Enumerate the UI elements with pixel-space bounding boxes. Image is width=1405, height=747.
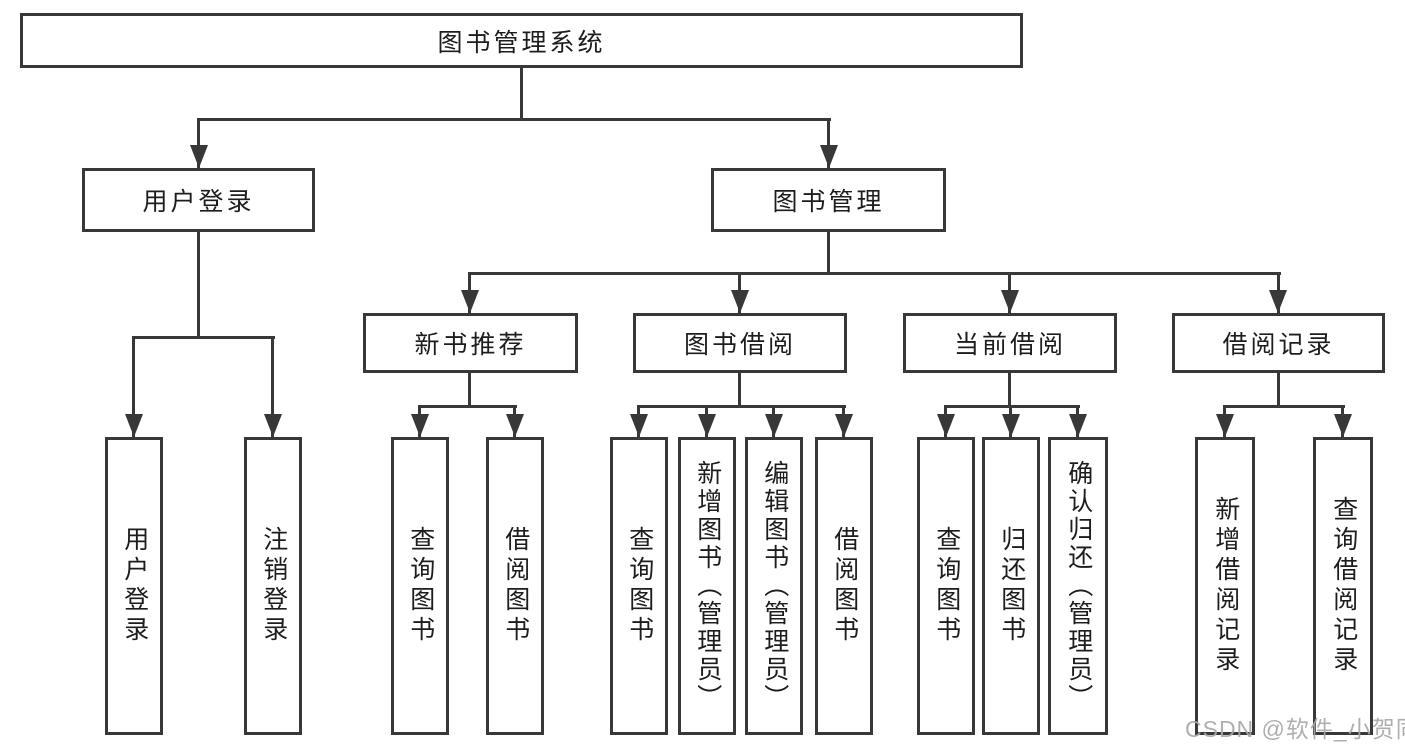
connector-book-mgmt-stem	[827, 232, 830, 275]
arrowhead-cu-confirm	[1069, 414, 1087, 437]
leaf-user-login-label: 用户登录	[120, 526, 149, 646]
connector-user-login-rail	[132, 336, 275, 339]
arrowhead-bw-edit	[765, 414, 783, 437]
leaf-bw-edit-book-admin: 编辑图书（管理员）	[745, 437, 803, 735]
node-new-book: 新书推荐	[363, 313, 578, 373]
leaf-bw-query-book-label: 查询图书	[625, 526, 654, 646]
node-root-label: 图书管理系统	[437, 28, 606, 57]
leaf-bw-add-book-admin: 新增图书（管理员）	[678, 437, 736, 735]
node-borrow-label: 图书借阅	[683, 331, 796, 359]
leaf-bw-add-book-admin-label: 新增图书（管理员）	[693, 460, 722, 712]
leaf-bw-query-book: 查询图书	[610, 437, 668, 735]
leaf-cu-return-book-label: 归还图书	[997, 526, 1026, 646]
leaf-cu-confirm-return-admin-label: 确认归还（管理员）	[1064, 460, 1093, 712]
connector-level2-rail	[197, 118, 831, 121]
arrowhead-user-login	[190, 145, 208, 168]
connector-records-stem	[1277, 373, 1280, 408]
arrowhead-records	[1269, 290, 1287, 313]
leaf-rc-query-record: 查询借阅记录	[1313, 437, 1373, 735]
connector-arrow-stem-user-login	[197, 118, 200, 168]
leaf-bw-borrow-book: 借阅图书	[815, 437, 873, 735]
node-user-login-label: 用户登录	[142, 188, 255, 216]
node-user-login: 用户登录	[82, 168, 315, 232]
leaf-logout: 注销登录	[244, 437, 302, 735]
connector-arrow-stem-logout-leaf	[271, 336, 274, 437]
connector-arrow-stem-book-mgmt	[827, 118, 830, 168]
leaf-nb-borrow-book: 借阅图书	[486, 437, 544, 735]
leaf-logout-label: 注销登录	[259, 526, 288, 646]
arrowhead-nb-borrow	[506, 414, 524, 437]
arrowhead-borrow	[731, 290, 749, 313]
leaf-user-login: 用户登录	[105, 437, 163, 735]
connector-borrow-stem	[738, 373, 741, 408]
leaf-bw-borrow-book-label: 借阅图书	[830, 526, 859, 646]
connector-level3-rail	[468, 272, 1281, 275]
leaf-cu-confirm-return-admin: 确认归还（管理员）	[1048, 437, 1108, 735]
node-current: 当前借阅	[903, 313, 1117, 373]
arrowhead-rc-add	[1216, 414, 1234, 437]
leaf-nb-borrow-book-label: 借阅图书	[501, 526, 530, 646]
arrowhead-bw-borrow	[835, 414, 853, 437]
node-records: 借阅记录	[1172, 313, 1385, 373]
node-book-mgmt: 图书管理	[711, 168, 946, 232]
leaf-nb-query-book: 查询图书	[391, 437, 449, 735]
node-root: 图书管理系统	[20, 13, 1023, 68]
connector-user-login-stem	[197, 232, 200, 338]
leaf-cu-return-book: 归还图书	[982, 437, 1040, 735]
leaf-rc-add-record-label: 新增借阅记录	[1211, 496, 1240, 676]
leaf-bw-edit-book-admin-label: 编辑图书（管理员）	[760, 460, 789, 712]
connector-current-stem	[1008, 373, 1011, 408]
leaf-nb-query-book-label: 查询图书	[406, 526, 435, 646]
arrowhead-bw-add	[698, 414, 716, 437]
connector-new-book-rail	[418, 405, 517, 408]
arrowhead-cu-return	[1002, 414, 1020, 437]
node-current-label: 当前借阅	[953, 331, 1066, 359]
arrowhead-cu-query	[937, 414, 955, 437]
node-book-mgmt-label: 图书管理	[772, 188, 885, 216]
leaf-cu-query-book-label: 查询图书	[932, 526, 961, 646]
arrowhead-new-book	[461, 290, 479, 313]
node-borrow: 图书借阅	[633, 313, 847, 373]
arrowhead-current	[1001, 290, 1019, 313]
connector-borrow-rail	[637, 405, 846, 408]
connector-current-rail	[944, 405, 1080, 408]
leaf-cu-query-book: 查询图书	[917, 437, 975, 735]
connector-records-rail	[1223, 405, 1345, 408]
csdn-watermark: CSDN @软件_小贺同学	[1185, 716, 1405, 742]
arrowhead-book-mgmt	[820, 145, 838, 168]
leaf-rc-add-record: 新增借阅记录	[1195, 437, 1255, 735]
connector-root-stem	[520, 68, 523, 121]
arrowhead-bw-query	[630, 414, 648, 437]
connector-arrow-stem-login-leaf	[132, 336, 135, 437]
arrowhead-rc-query	[1334, 414, 1352, 437]
node-new-book-label: 新书推荐	[414, 331, 527, 359]
connector-new-book-stem	[468, 373, 471, 408]
arrowhead-nb-query	[411, 414, 429, 437]
node-records-label: 借阅记录	[1222, 331, 1335, 359]
arrowhead-login-leaf	[125, 414, 143, 437]
arrowhead-logout-leaf	[264, 414, 282, 437]
leaf-rc-query-record-label: 查询借阅记录	[1329, 496, 1358, 676]
